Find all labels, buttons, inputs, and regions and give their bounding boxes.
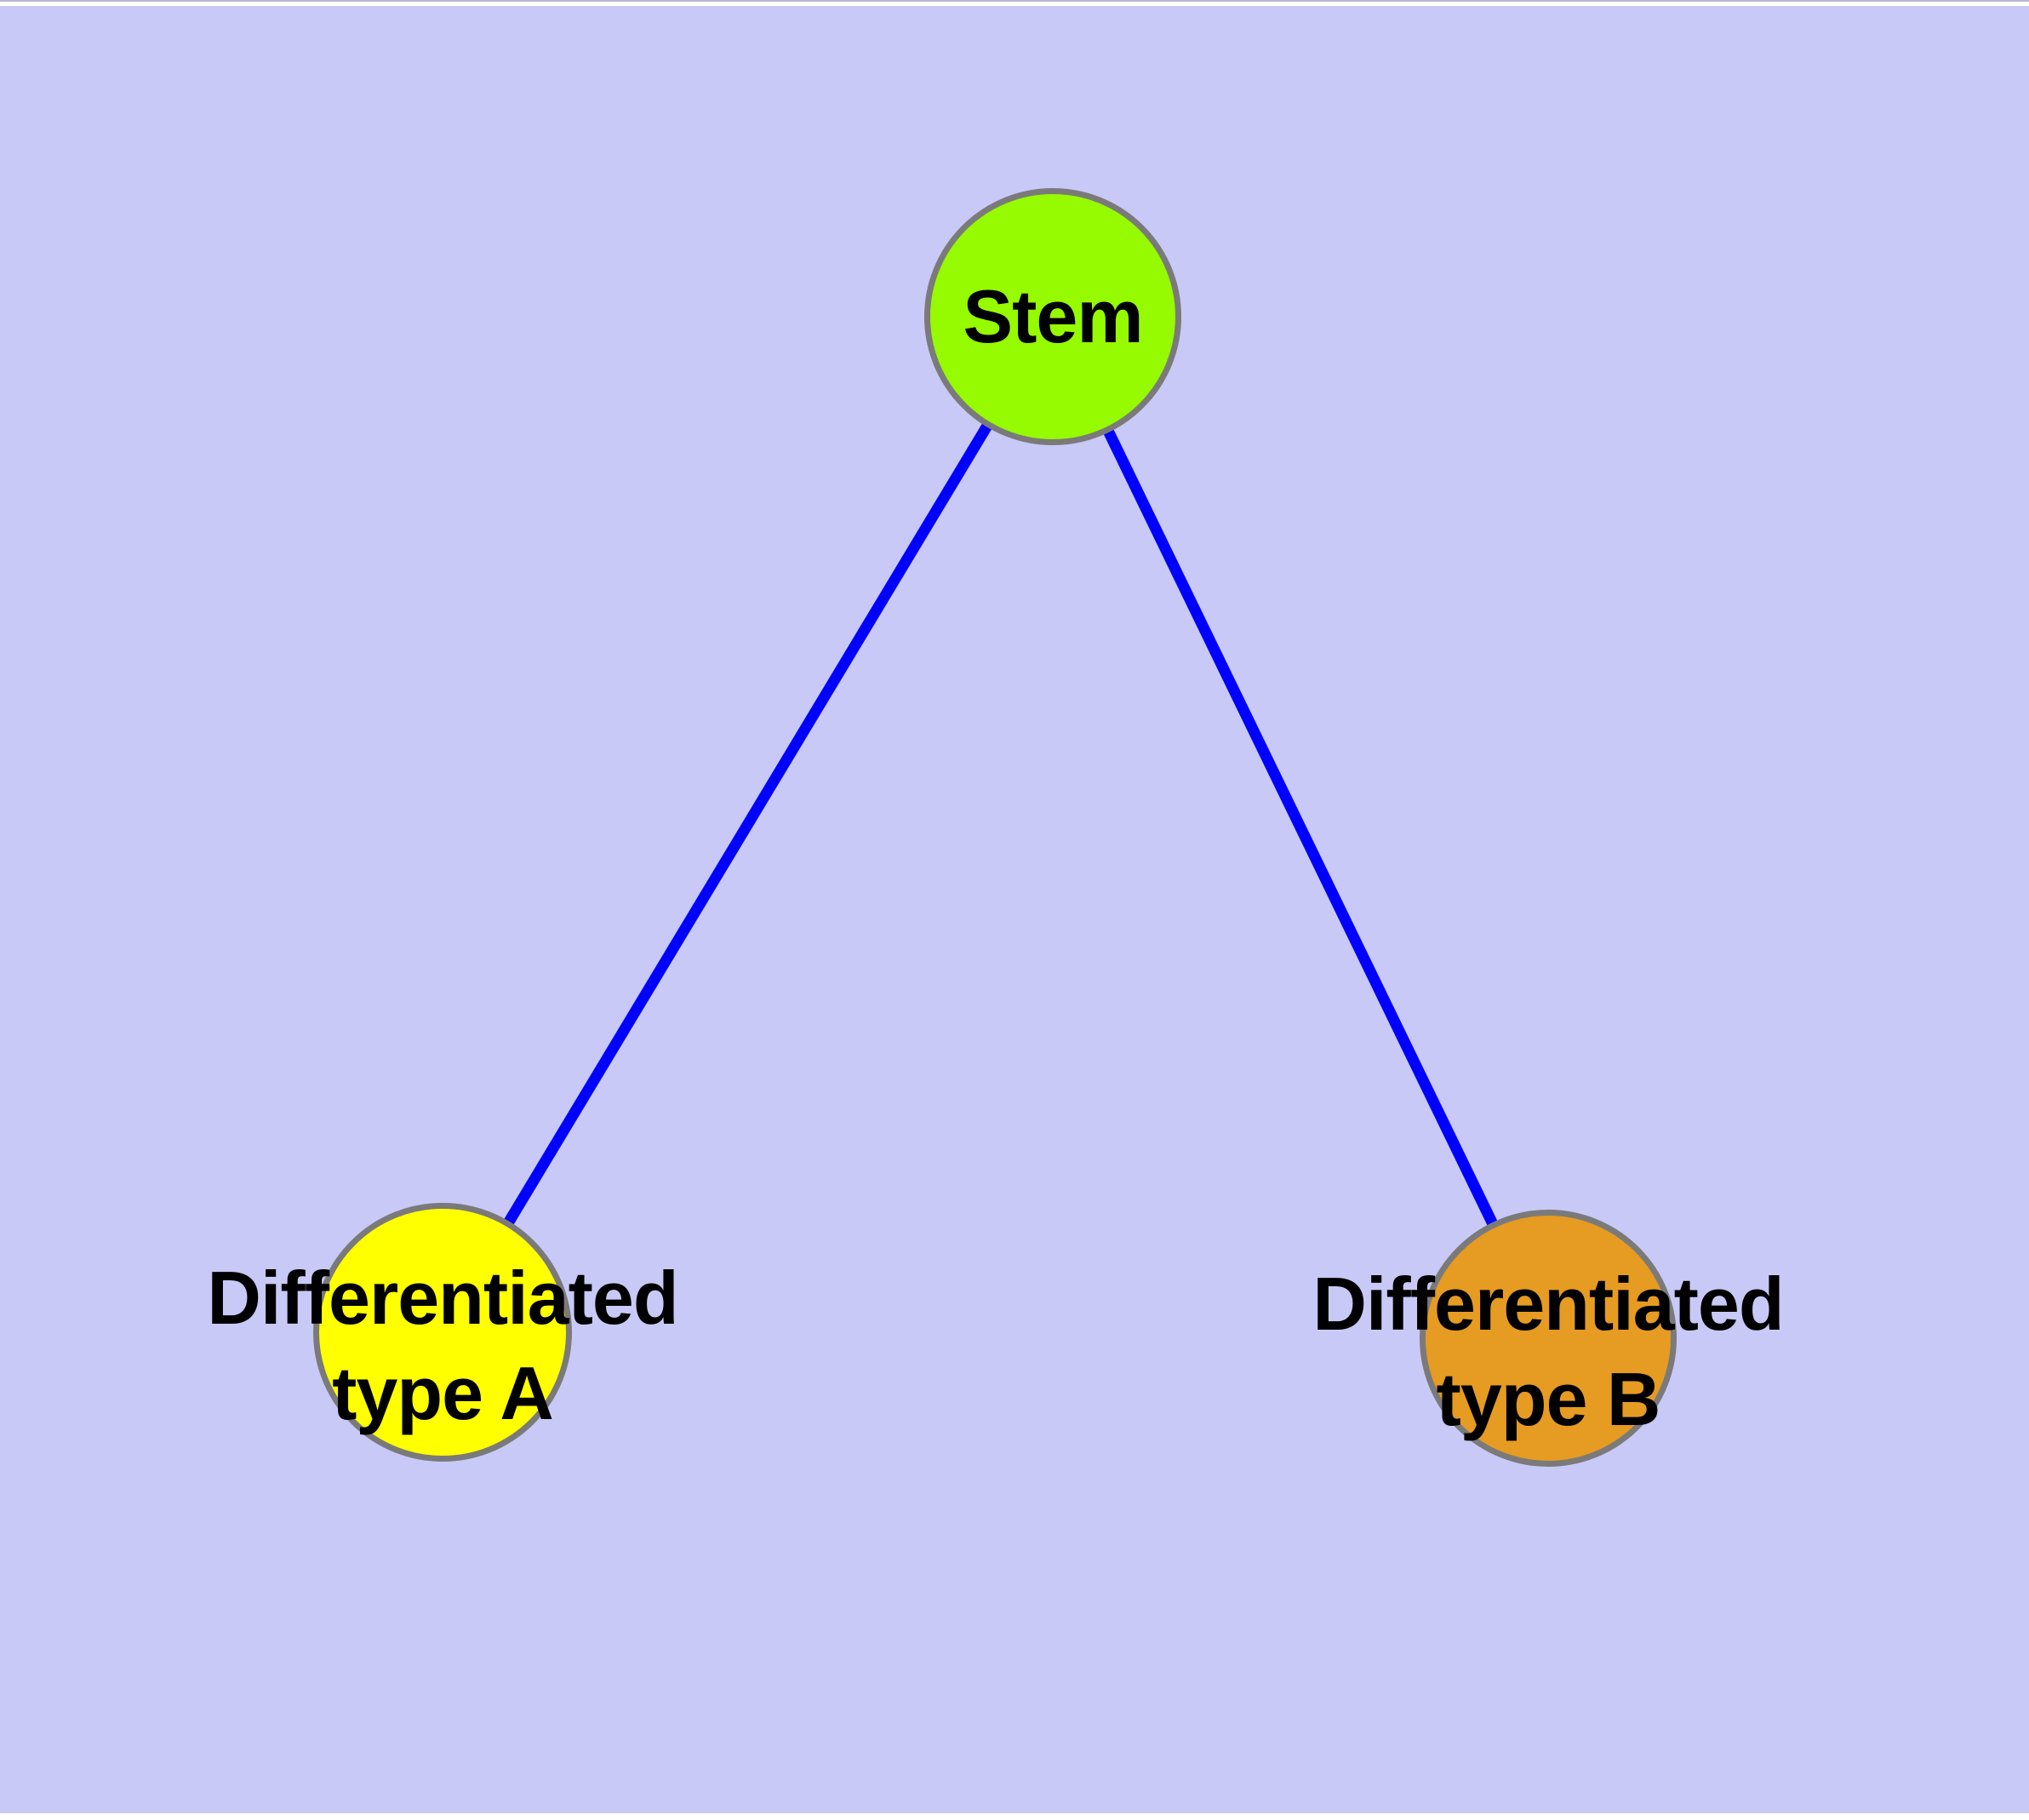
node-label-stem: Stem bbox=[963, 274, 1143, 358]
edge-stem-to-type-b bbox=[1048, 314, 1553, 1341]
node-differentiated-type-a bbox=[313, 1203, 572, 1462]
node-stem bbox=[924, 188, 1181, 445]
node-label-differentiated-type-a: Differentiated type A bbox=[207, 1256, 678, 1435]
node-differentiated-type-b bbox=[1420, 1210, 1677, 1467]
edge-stem-to-type-a bbox=[437, 313, 1058, 1336]
page-top-border bbox=[0, 0, 2029, 2]
node-label-differentiated-type-b: Differentiated type B bbox=[1312, 1262, 1784, 1441]
